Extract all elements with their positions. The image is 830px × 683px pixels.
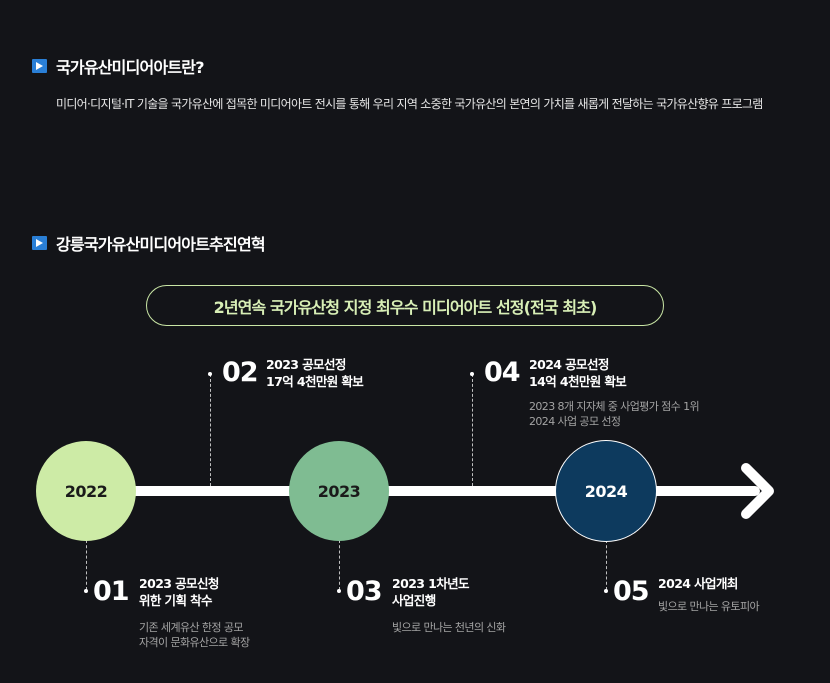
intro-heading: 국가유산미디어아트란? <box>32 54 204 78</box>
progress-heading: 강릉국가유산미디어아트추진연혁 <box>32 231 266 255</box>
connector-dot <box>337 589 341 593</box>
year-circle-2023: 2023 <box>289 441 389 541</box>
connector-02 <box>210 374 211 486</box>
step-description: 빛으로 만나는 유토피아 <box>658 600 760 613</box>
play-bullet-icon <box>32 236 47 250</box>
step-number: 02 <box>222 357 259 388</box>
play-bullet-icon <box>32 59 47 73</box>
step-title: 2024 사업개최 <box>658 576 738 591</box>
connector-01 <box>86 540 87 590</box>
connector-dot <box>470 372 474 376</box>
step-title: 2023 공모선정 17억 4천만원 확보 <box>266 357 364 389</box>
intro-title: 국가유산미디어아트란? <box>56 58 204 77</box>
timeline-line <box>80 486 760 496</box>
step-description: 2023 8개 지자체 중 사업평가 점수 1위 2024 사업 공모 선정 <box>529 400 700 428</box>
step-number: 04 <box>484 357 521 388</box>
connector-dot <box>604 589 608 593</box>
step-number: 01 <box>93 576 130 607</box>
year-circle-2022: 2022 <box>36 441 136 541</box>
intro-description: 미디어·디지털·IT 기술을 국가유산에 접목한 미디어아트 전시를 통해 우리… <box>56 97 763 111</box>
step-title: 2024 공모선정 14억 4천만원 확보 <box>529 357 627 389</box>
connector-dot <box>84 589 88 593</box>
step-title: 2023 공모신청 위한 기획 착수 <box>139 576 219 608</box>
year-circle-2024: 2024 <box>556 441 656 541</box>
step-number: 05 <box>613 576 650 607</box>
arrow-right-icon <box>741 463 774 519</box>
step-description: 기존 세계유산 한정 공모 자격이 문화유산으로 확장 <box>139 621 250 649</box>
connector-04 <box>472 374 473 486</box>
connector-03 <box>339 540 340 590</box>
step-title: 2023 1차년도 사업진행 <box>392 576 470 608</box>
step-description: 빛으로 만나는 천년의 신화 <box>392 621 506 634</box>
step-number: 03 <box>346 576 383 607</box>
connector-dot <box>208 372 212 376</box>
connector-05 <box>606 540 607 590</box>
highlight-pill: 2년연속 국가유산청 지정 최우수 미디어아트 선정(전국 최초) <box>146 285 664 326</box>
progress-title: 강릉국가유산미디어아트추진연혁 <box>56 235 266 254</box>
